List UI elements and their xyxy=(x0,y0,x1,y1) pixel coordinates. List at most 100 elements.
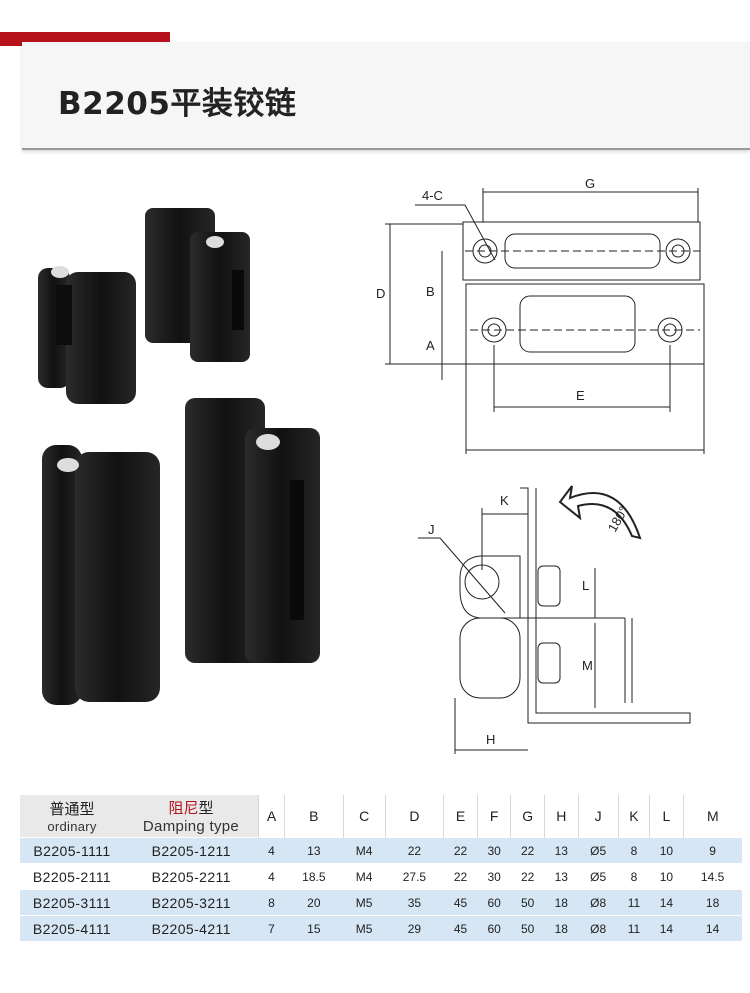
cell: 29 xyxy=(385,915,444,941)
product-photos xyxy=(38,208,320,705)
cell-damping: B2205-4211 xyxy=(124,915,259,941)
cell: 18 xyxy=(544,889,579,916)
cell: 13 xyxy=(544,837,579,864)
cell: 22 xyxy=(443,837,478,864)
label-4c: 4-C xyxy=(422,188,443,203)
cell-ordinary: B2205-4111 xyxy=(20,915,124,941)
cell: 35 xyxy=(385,889,444,916)
cell: 14 xyxy=(649,915,684,941)
label-k: K xyxy=(500,493,509,508)
label-e: E xyxy=(576,388,585,403)
table-row: B2205-3111 B2205-3211 8 20 M5 35 45 60 5… xyxy=(20,889,742,916)
label-h: H xyxy=(486,732,495,747)
cell: 4 xyxy=(258,837,285,864)
col-header: A xyxy=(258,795,285,838)
table-row: B2205-2111 B2205-2211 4 18.5 M4 27.5 22 … xyxy=(20,863,742,890)
cell: 22 xyxy=(510,863,545,890)
cell-ordinary: B2205-2111 xyxy=(20,863,124,890)
label-m: M xyxy=(582,658,593,673)
cell: 11 xyxy=(618,915,650,941)
cell-damping: B2205-2211 xyxy=(124,863,259,890)
page-title: B2205平装铰链 xyxy=(58,86,297,122)
cell: 18 xyxy=(544,915,579,941)
cell: 45 xyxy=(443,889,478,916)
cell: 14.5 xyxy=(683,863,742,890)
cell: 45 xyxy=(443,915,478,941)
cell: 9 xyxy=(683,837,742,864)
cell: 18.5 xyxy=(284,863,344,890)
cell: 10 xyxy=(649,837,684,864)
col-header: L xyxy=(649,795,684,838)
cell: 22 xyxy=(510,837,545,864)
cell: 14 xyxy=(649,889,684,916)
cell: 14 xyxy=(683,915,742,941)
top-view-drawing: G 4-C D B A E xyxy=(376,176,705,454)
col-header: D xyxy=(384,795,444,838)
cell: M5 xyxy=(343,889,386,916)
col-header: C xyxy=(342,795,386,838)
cell: 20 xyxy=(284,889,344,916)
cell: Ø5 xyxy=(578,863,619,890)
cell: 60 xyxy=(477,889,511,916)
cell-ordinary: B2205-3111 xyxy=(20,889,124,916)
hinge-photo-large-right xyxy=(185,398,320,663)
col-header: J xyxy=(577,795,619,838)
cell: Ø8 xyxy=(578,915,619,941)
cell: M4 xyxy=(343,863,386,890)
hinge-photo-small-left xyxy=(38,266,136,404)
cell: 7 xyxy=(258,915,285,941)
cell-damping: B2205-1211 xyxy=(124,837,259,864)
cell: 8 xyxy=(618,837,650,864)
title-banner: B2205平装铰链 xyxy=(22,42,750,150)
cell: M5 xyxy=(343,915,386,941)
cell: 60 xyxy=(477,915,511,941)
cell: 10 xyxy=(649,863,684,890)
ordinary-cn: 普通型 xyxy=(49,801,95,818)
cell: Ø5 xyxy=(578,837,619,864)
cell: 22 xyxy=(385,837,444,864)
table-header-row: 普通型 ordinary 阻尼型 Damping type A B C D E … xyxy=(20,795,742,838)
table-row: B2205-1111 B2205-1211 4 13 M4 22 22 30 2… xyxy=(20,837,742,864)
cell: 27.5 xyxy=(385,863,444,890)
label-b: B xyxy=(426,284,435,299)
hinge-photo-small-right xyxy=(145,208,250,362)
side-view-drawing: K J L M H 180° xyxy=(418,485,691,754)
cell: 30 xyxy=(477,863,511,890)
cell: 18 xyxy=(683,889,742,916)
col-header: H xyxy=(543,795,579,838)
label-g: G xyxy=(585,176,595,191)
cell: 50 xyxy=(510,915,545,941)
cell-damping: B2205-3211 xyxy=(124,889,259,916)
damping-header: 阻尼型 Damping type xyxy=(124,795,259,838)
col-header: K xyxy=(617,795,650,838)
cell: 11 xyxy=(618,889,650,916)
label-j: J xyxy=(428,522,435,537)
hinge-photo-large-left xyxy=(42,445,160,705)
col-header: G xyxy=(510,795,545,838)
cell: Ø8 xyxy=(578,889,619,916)
cell: 15 xyxy=(284,915,344,941)
label-d: D xyxy=(376,286,385,301)
col-header: F xyxy=(476,795,511,838)
col-header: M xyxy=(682,795,742,838)
cell: M4 xyxy=(343,837,386,864)
cell: 8 xyxy=(258,889,285,916)
damping-en: Damping type xyxy=(142,818,240,835)
cell: 4 xyxy=(258,863,285,890)
spec-table: 普通型 ordinary 阻尼型 Damping type A B C D E … xyxy=(20,795,742,941)
cell: 22 xyxy=(443,863,478,890)
label-a: A xyxy=(426,338,435,353)
cell: 13 xyxy=(284,837,344,864)
cell: 8 xyxy=(618,863,650,890)
cell: 13 xyxy=(544,863,579,890)
table-row: B2205-4111 B2205-4211 7 15 M5 29 45 60 5… xyxy=(20,915,742,941)
cell-ordinary: B2205-1111 xyxy=(20,837,124,864)
label-l: L xyxy=(582,578,589,593)
cell: 50 xyxy=(510,889,545,916)
ordinary-en: ordinary xyxy=(47,819,97,834)
col-header: B xyxy=(283,795,344,838)
cell: 30 xyxy=(477,837,511,864)
ordinary-header: 普通型 ordinary xyxy=(20,795,124,838)
damping-cn: 阻尼型 xyxy=(168,800,214,817)
col-header: E xyxy=(443,795,478,838)
